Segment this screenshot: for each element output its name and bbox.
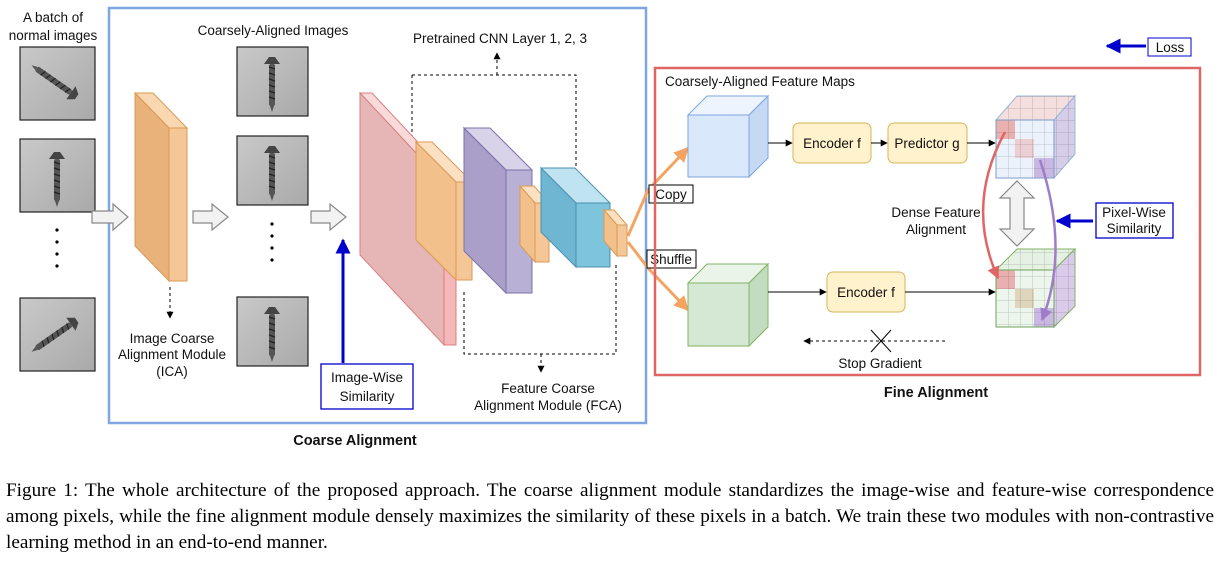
dense-alignment-label-line2: Alignment: [906, 222, 966, 237]
predicted-feature-grid: [994, 94, 1077, 180]
pixel-wise-similarity-box: [1095, 202, 1174, 239]
ica-label-line2: Alignment Module: [118, 347, 226, 362]
hollow-arrow-2: [192, 202, 229, 232]
shuffle-label-box: [646, 249, 697, 269]
encoder-f-top-label: Encoder f: [803, 136, 861, 151]
shuffle-label: Shuffle: [650, 252, 692, 267]
dense-alignment-label-line1: Dense Feature: [891, 205, 980, 220]
vertical-ellipsis-1: [55, 228, 59, 268]
cnn-layer-1-block: [462, 126, 534, 295]
stop-gradient-label: Stop Gradient: [838, 356, 922, 371]
aligned-image-1: [236, 46, 309, 117]
architecture-diagram: Coarse Alignment A batch of normal image…: [9, 6, 1202, 449]
image-wise-label-line1: Image-Wise: [331, 370, 403, 385]
input-image-2: [19, 138, 96, 213]
pixel-wise-label-line2: Similarity: [1107, 221, 1162, 236]
ica-label-line1: Image Coarse: [130, 331, 215, 346]
input-image-3: [19, 297, 96, 372]
batch-label-line1: A batch of: [23, 10, 83, 25]
ica-block: [133, 91, 189, 283]
coarse-alignment-title: Coarse Alignment: [293, 433, 417, 449]
cnn-layer-2-block: [539, 166, 612, 269]
purple-alignment-arrow: [1038, 159, 1057, 322]
red-alignment-arrow: [981, 131, 1007, 280]
aligned-image-3: [236, 296, 309, 367]
fca-label-line1: Feature Coarse: [501, 381, 595, 396]
copy-arrow: [626, 146, 690, 237]
copy-label-box: [648, 184, 694, 204]
fca-block-3: [602, 208, 629, 258]
stop-gradient-cross-icon: [870, 329, 892, 353]
aligned-image-2: [236, 135, 309, 206]
hollow-arrow-1: [91, 202, 129, 232]
fine-alignment-title: Fine Alignment: [884, 385, 988, 401]
predictor-g-label: Predictor g: [894, 136, 959, 151]
input-image-1: [19, 46, 96, 121]
hollow-arrow-3: [310, 202, 347, 232]
dense-alignment-double-arrow: [998, 180, 1036, 247]
loss-legend-label: Loss: [1156, 40, 1185, 55]
pretrained-cnn-label: Pretrained CNN Layer 1, 2, 3: [413, 31, 587, 46]
batch-label-line2: normal images: [9, 28, 98, 43]
image-wise-similarity-box: [320, 363, 414, 410]
loss-legend-box: [1147, 37, 1192, 57]
encoded-feature-grid: [994, 247, 1077, 329]
copied-feature-cube: [686, 94, 770, 179]
fine-alignment-frame: [653, 66, 1202, 377]
feature-maps-label: Coarsely-Aligned Feature Maps: [665, 74, 855, 89]
vertical-ellipsis-2: [270, 222, 274, 262]
ica-label-line3: (ICA): [156, 364, 188, 379]
encoder-f-bottom-label: Encoder f: [837, 285, 895, 300]
coarsely-aligned-images-label: Coarsely-Aligned Images: [198, 23, 349, 38]
shuffled-feature-cube: [686, 262, 770, 348]
copy-label: Copy: [655, 187, 687, 202]
pixel-wise-label-line1: Pixel-Wise: [1102, 205, 1166, 220]
image-wise-label-line2: Similarity: [340, 389, 395, 404]
figure-caption: Figure 1: The whole architecture of the …: [6, 480, 1214, 553]
fca-label-line2: Alignment Module (FCA): [474, 398, 622, 413]
